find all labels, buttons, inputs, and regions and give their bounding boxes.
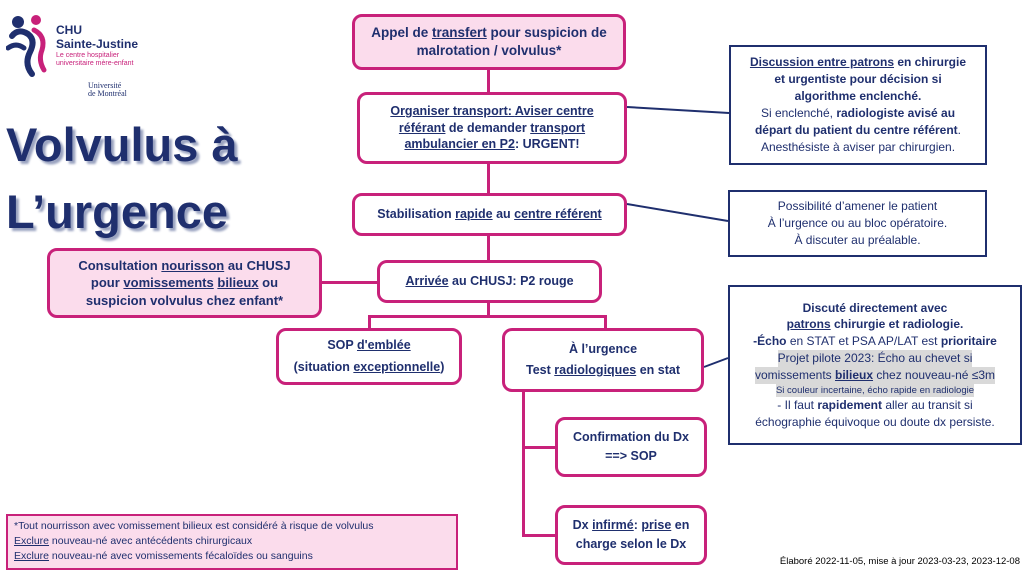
title-line2: L’urgence	[6, 184, 229, 238]
udem-line1: Université	[88, 81, 122, 90]
box-a-l-urgence: À l’urgence Test radiologiques en stat	[502, 328, 704, 392]
pilot-highlight-line1: Projet pilote 2023: Écho au chevet si	[777, 349, 973, 367]
page-title: Volvulus à L’urgence	[6, 112, 266, 245]
connector-organiser-stab	[487, 163, 490, 193]
footnote-line2: Exclure nouveau-né avec antécédents chir…	[14, 535, 253, 548]
note-discute-directement: Discuté directement avec patrons chirurg…	[728, 285, 1022, 445]
box-sop-emblee: SOP d'emblée (situation exceptionnelle)	[276, 328, 462, 385]
footnote-line3: Exclure nouveau-né avec vomissements féc…	[14, 550, 313, 563]
udem-logo: Université de Montréal	[88, 81, 127, 99]
box-arrivee-chusj: Arrivée au CHUSJ: P2 rouge	[377, 260, 602, 303]
chu-logo: CHU Sainte-Justine Le centre hospitalier…	[6, 12, 156, 102]
chu-logo-icon	[6, 15, 47, 77]
footnote-line1: *Tout nourrisson avec vomissement bilieu…	[14, 520, 374, 532]
connector-split-horizontal	[368, 315, 606, 318]
udem-line2: de Montréal	[88, 89, 127, 99]
connector-to-infirme	[522, 534, 556, 537]
connector-arrivee-split	[487, 302, 490, 316]
box-stabilisation: Stabilisation rapide au centre référent	[352, 193, 627, 236]
connector-split-sop	[368, 315, 371, 329]
connector-to-confirm	[522, 446, 556, 449]
pilot-highlight-line2: vomissements bilieux chez nouveau-né ≤3m	[754, 366, 996, 384]
box-consultation-nourisson: Consultation nourisson au CHUSJ pour vom…	[47, 248, 322, 318]
note-possibilite: Possibilité d’amener le patient À l’urge…	[728, 190, 987, 257]
box-dx-infirme: Dx infirmé: prise en charge selon le Dx	[555, 505, 707, 565]
connector-urgence-discute	[703, 357, 729, 368]
box-confirmation-dx: Confirmation du Dx ==> SOP	[555, 417, 707, 477]
box-organiser-transport: Organiser transport: Aviser centre référ…	[357, 92, 627, 164]
title-line1: Volvulus à	[6, 118, 238, 171]
footnote-box: *Tout nourrisson avec vomissement bilieu…	[6, 514, 458, 570]
logo-chu: CHU	[56, 23, 82, 37]
connector-consult-arrivee	[321, 281, 379, 284]
logo-tag2: universitaire mère-enfant	[56, 59, 134, 67]
logo-tag1: Le centre hospitalier	[56, 51, 120, 59]
connector-urgence-vertical	[522, 392, 525, 536]
logo-name: Sainte-Justine	[56, 36, 139, 51]
pilot-highlight-line3: Si couleur incertaine, écho rapide en ra…	[775, 383, 975, 397]
connector-split-urgence	[604, 315, 607, 329]
box-appel-transfert: Appel de transfert pour suspicion de mal…	[352, 14, 626, 70]
connector-organiser-discussion	[626, 106, 730, 114]
credit-text: Élaboré 2022-11-05, mise à jour 2023-03-…	[779, 556, 1020, 567]
connector-appel-organiser	[487, 68, 490, 93]
note-discussion-patrons: Discussion entre patrons en chirurgie et…	[729, 45, 987, 165]
connector-stab-possibilite	[626, 203, 729, 222]
connector-stab-arrivee	[487, 235, 490, 260]
